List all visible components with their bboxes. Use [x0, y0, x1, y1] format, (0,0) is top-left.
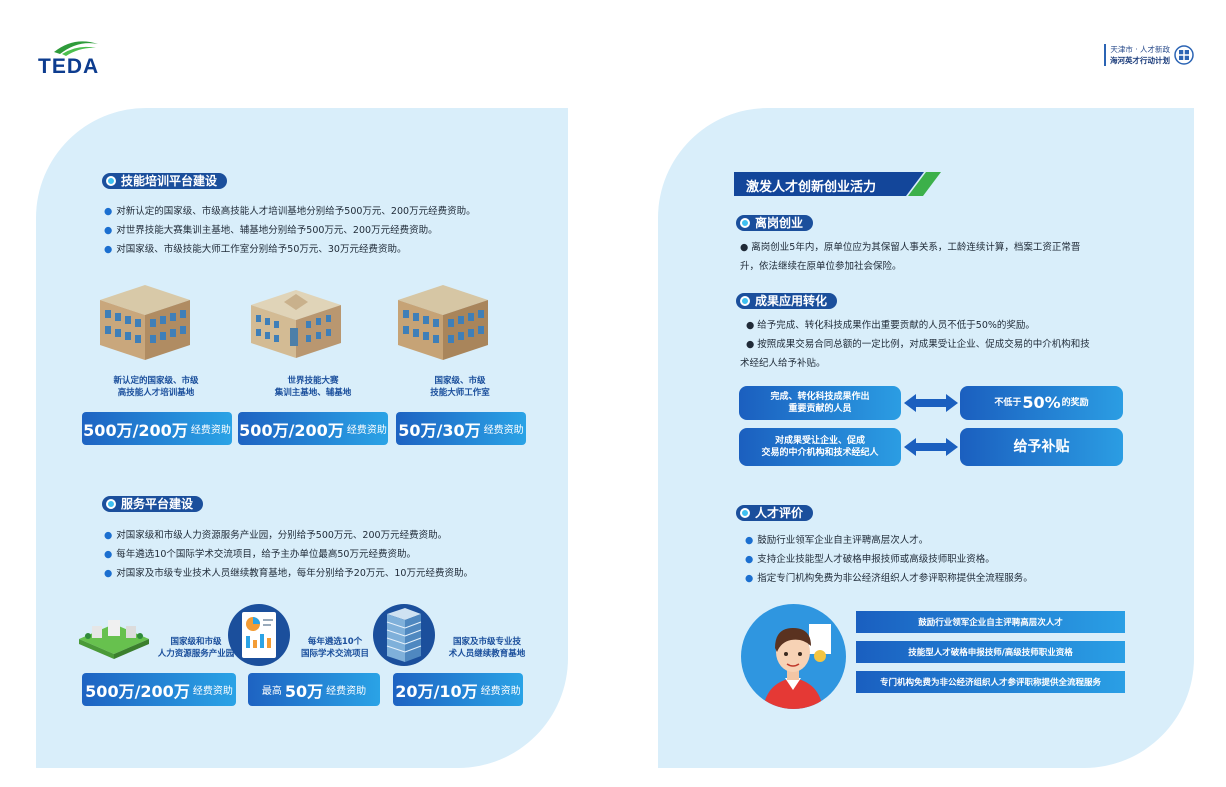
funding-badge: 500万/200万经费资助: [82, 673, 236, 706]
double-arrow-icon: [904, 394, 958, 412]
flow-source-box: 完成、转化科技成果作出重要贡献的人员: [739, 386, 901, 420]
pill-dot-icon: [740, 296, 750, 306]
banner-title: 激发人才创新创业活力: [746, 180, 877, 195]
logo-text: TEDA: [38, 55, 100, 78]
brand-line-1: 天津市 · 人才新政: [1110, 45, 1170, 54]
leaf-logo-icon: [54, 41, 98, 56]
skills-bullets: ●对新认定的国家级、市级高技能人才培训基地分别给予500万元、200万元经费资助…: [104, 202, 476, 259]
card-label: 国家级、市级技能大师工作室: [430, 376, 490, 398]
section-pill-evaluation: 人才评价: [736, 505, 814, 521]
card-label: 新认定的国家级、市级高技能人才培训基地: [113, 376, 199, 398]
section-title: 人才评价: [755, 506, 804, 520]
funding-badge: 50万/30万经费资助: [396, 412, 526, 445]
bullet-item: ●对国家级、市级技能大师工作室分别给予50万元、30万元经费资助。: [104, 244, 407, 255]
card-label: 国家及市级专业技术人员继续教育基地: [448, 637, 526, 659]
evaluation-bar: 专门机构免费为非公经济组织人才参评职称提供全流程服务: [856, 671, 1125, 693]
brand-line-2: 海河英才行动计划: [1110, 56, 1170, 65]
pill-dot-icon: [106, 499, 116, 509]
section-title: 技能培训平台建设: [121, 174, 218, 188]
competition-base-building-icon: [251, 290, 341, 358]
bullet-item: ●指定专门机构免费为非公经济组织人才参评职称提供全流程服务。: [745, 573, 1033, 584]
services-bullets: ●对国家级和市级人力资源服务产业园，分别给予500万元、200万元经费资助。 ●…: [104, 526, 473, 583]
double-arrow-icon: [904, 438, 958, 456]
emblem-icon: [1174, 45, 1194, 65]
avatar: [741, 604, 846, 709]
bullet-item: ●支持企业技能型人才破格申报技师或高级技师职业资格。: [745, 554, 995, 565]
brand-badge: 天津市 · 人才新政 海河英才行动计划: [1104, 44, 1194, 66]
section-title: 服务平台建设: [121, 497, 194, 511]
bullet-item: ●鼓励行业领军企业自主评聘高层次人才。: [745, 535, 929, 546]
section-pill-leave: 离岗创业: [736, 215, 814, 231]
bullet-item: ●对国家及市级专业技术人员继续教育基地，每年分别给予20万元、10万元经费资助。: [104, 568, 473, 579]
report-chart-icon: [242, 612, 276, 658]
right-banner: 激发人才创新创业活力: [734, 172, 941, 196]
bullet-item: ●对国家级和市级人力资源服务产业园，分别给予500万元、200万元经费资助。: [104, 530, 448, 541]
bullet-item: ●对新认定的国家级、市级高技能人才培训基地分别给予500万元、200万元经费资助…: [104, 206, 476, 217]
pill-dot-icon: [106, 176, 116, 186]
master-studio-building-icon: [398, 285, 488, 360]
bullet-item: ●对世界技能大赛集训主基地、辅基地分别给予500万元、200万元经费资助。: [104, 225, 438, 236]
office-tower-icon: [386, 608, 422, 662]
training-base-building-icon: [100, 285, 190, 360]
transfer-paragraph: ● 给予完成、转化科技成果作出重要贡献的人员不低于50%的奖励。 ● 按照成果交…: [740, 320, 1090, 369]
evaluation-bar: 技能型人才破格申报技师/高级技师职业资格: [856, 641, 1125, 663]
card-label: 世界技能大赛集训主基地、辅基地: [274, 376, 352, 398]
funding-badge: 500万/200万经费资助: [238, 412, 388, 445]
flow-source-box: 对成果受让企业、促成交易的中介机构和技术经纪人: [739, 428, 901, 466]
section-pill-skills: 技能培训平台建设: [102, 173, 228, 189]
leave-paragraph: ● 离岗创业5年内，原单位应为其保留人事关系，工龄连续计算，档案工资正常晋 升，…: [740, 242, 1081, 272]
flow-result-box: 给予补贴: [960, 428, 1123, 466]
section-title: 成果应用转化: [755, 294, 828, 308]
card-label: 国家级和市级人力资源服务产业园: [157, 637, 235, 659]
section-title: 离岗创业: [755, 216, 804, 230]
person-icon: [763, 624, 831, 709]
section-pill-transfer: 成果应用转化: [736, 293, 838, 309]
teda-logo: TEDA: [38, 38, 118, 78]
industrial-park-icon: [79, 620, 149, 659]
evaluation-bullets: ●鼓励行业领军企业自主评聘高层次人才。 ●支持企业技能型人才破格申报技师或高级技…: [745, 531, 1033, 588]
section-pill-services: 服务平台建设: [102, 496, 204, 512]
pill-dot-icon: [740, 508, 750, 518]
pill-dot-icon: [740, 218, 750, 228]
funding-badge: 500万/200万经费资助: [82, 412, 232, 445]
funding-badge: 20万/10万经费资助: [393, 673, 523, 706]
card-label: 每年遴选10个国际学术交流项目: [300, 637, 369, 659]
bullet-item: ●每年遴选10个国际学术交流项目，给予主办单位最高50万元经费资助。: [104, 549, 416, 560]
evaluation-bar: 鼓励行业领军企业自主评聘高层次人才: [856, 611, 1125, 633]
